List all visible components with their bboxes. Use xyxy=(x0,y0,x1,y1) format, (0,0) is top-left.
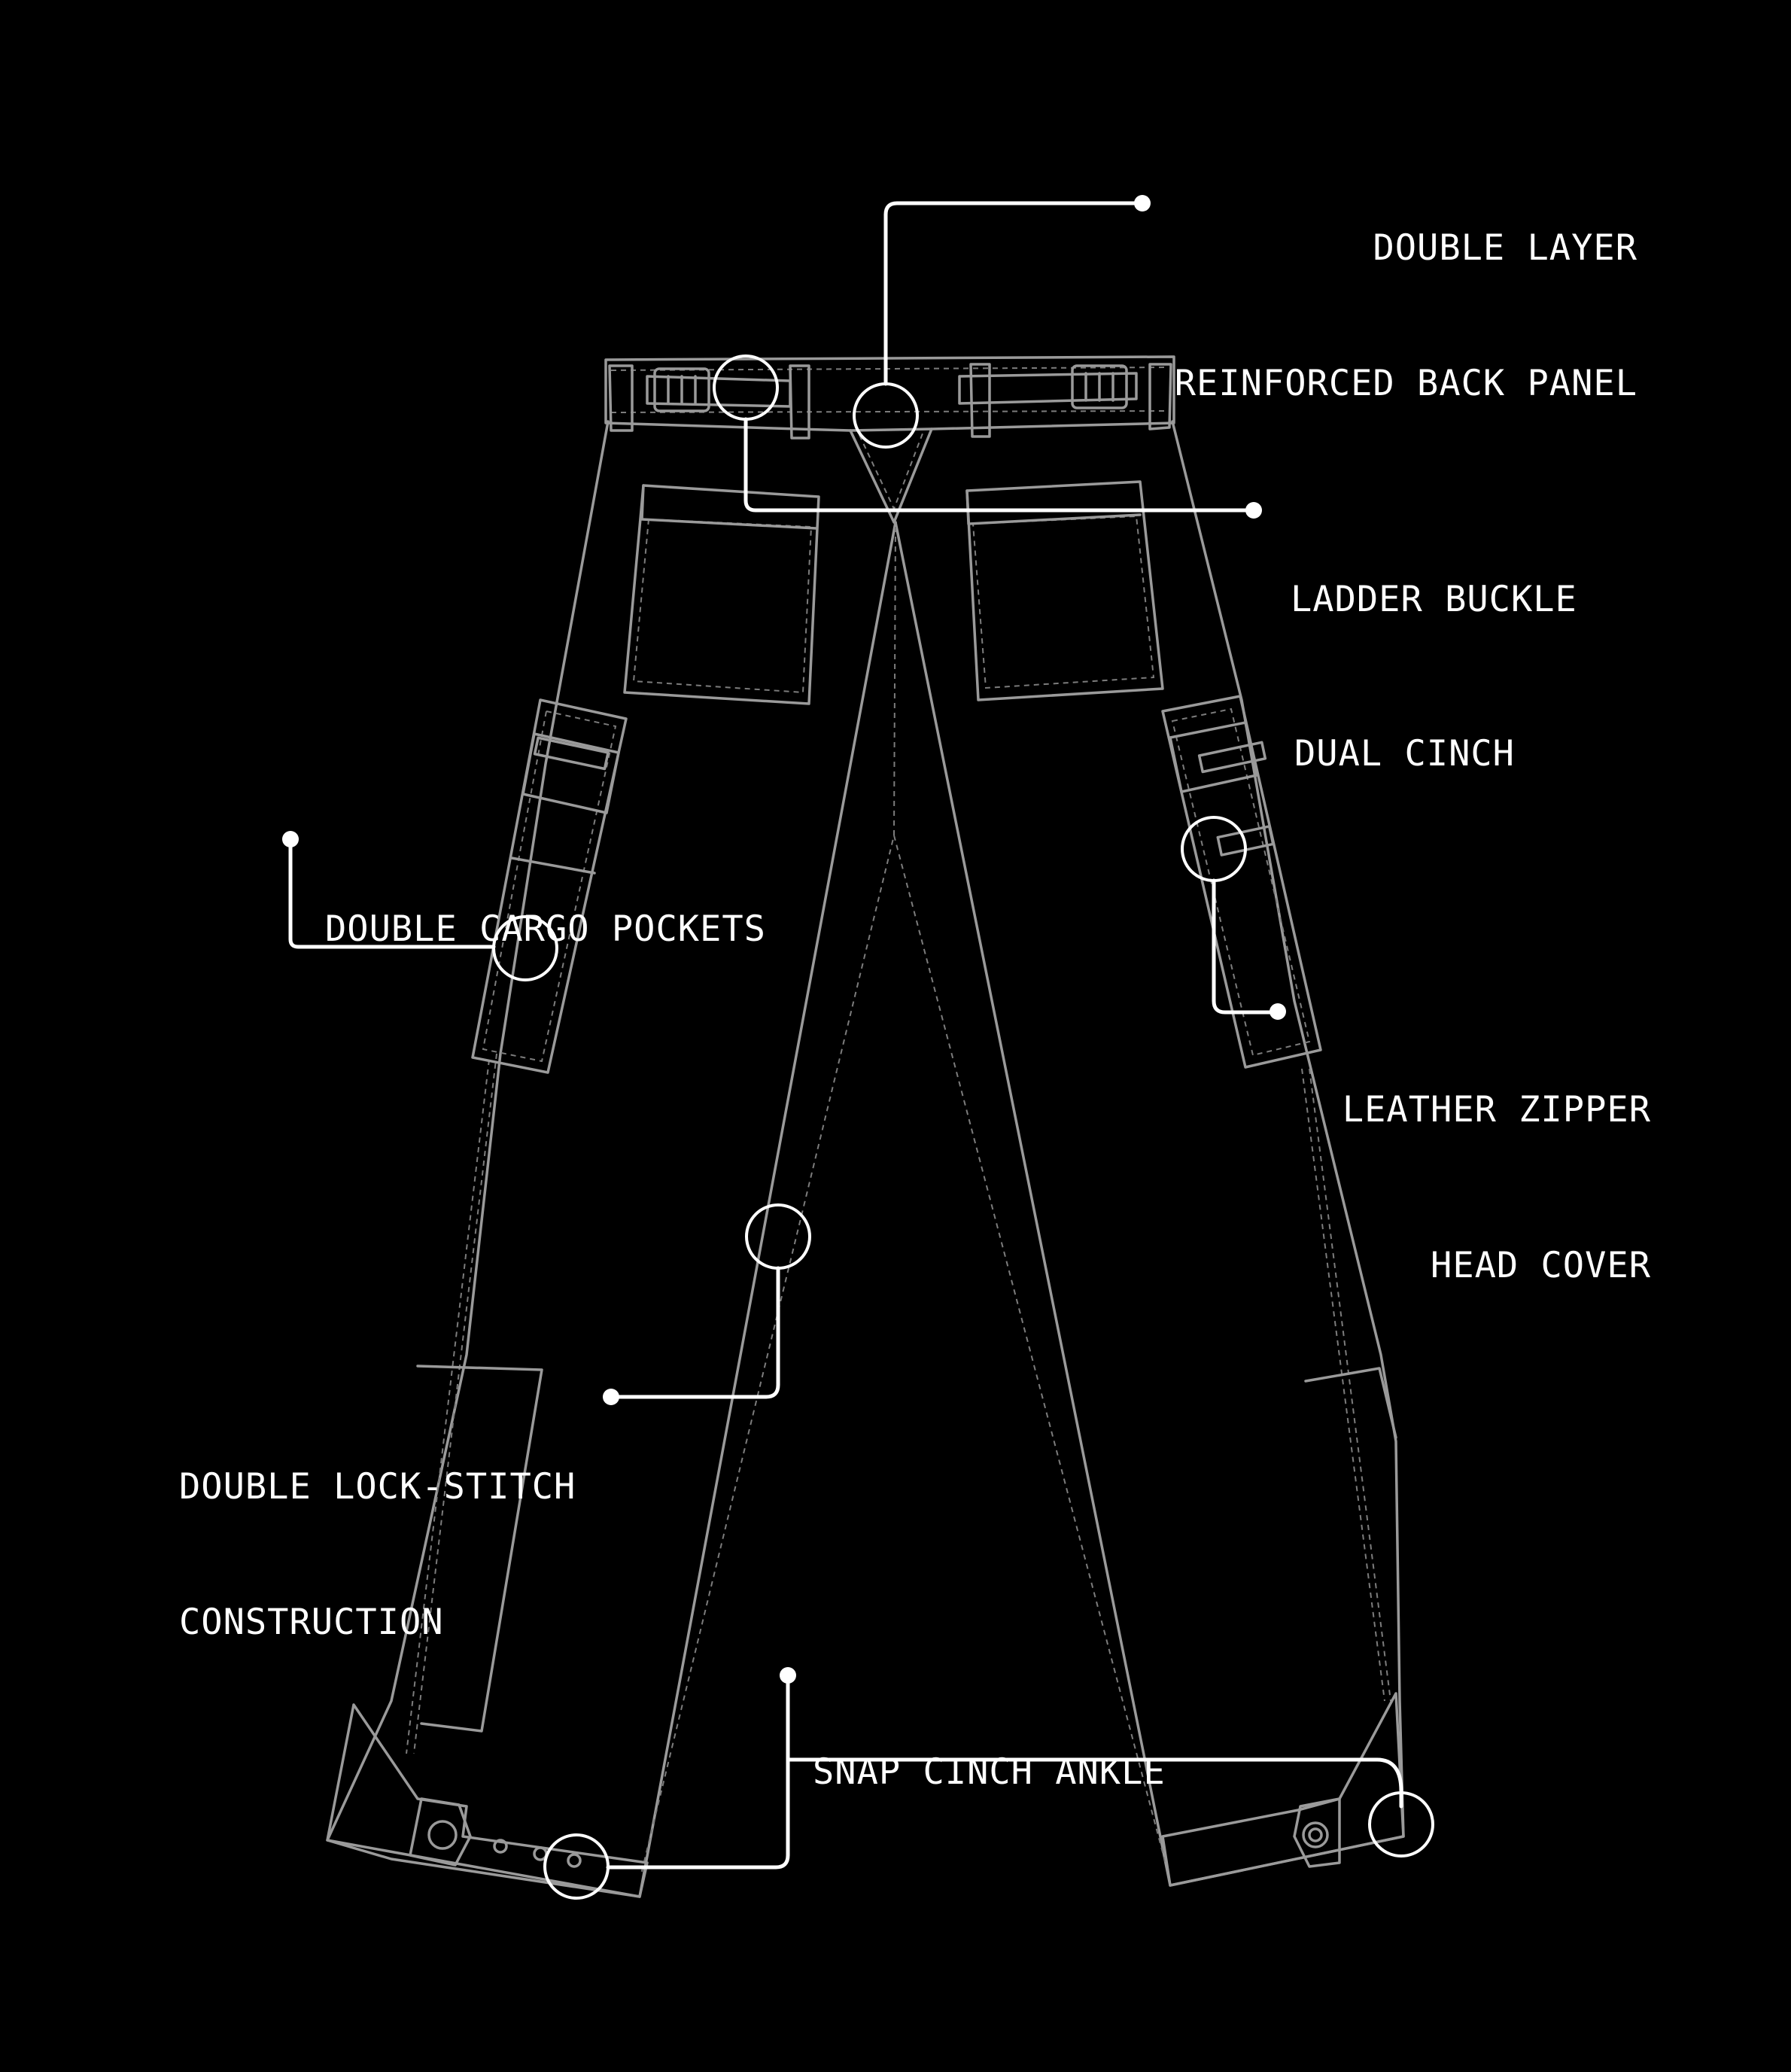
snap-left-2 xyxy=(493,1839,508,1854)
ladder-buckle-left xyxy=(653,367,710,412)
leader-ankle xyxy=(606,1674,790,1870)
label-cargo-pockets-line1: DOUBLE CARGO POCKETS xyxy=(325,908,766,950)
buckle-strap-right xyxy=(958,372,1138,405)
snap-right-2 xyxy=(1308,1827,1323,1842)
snap-left-1 xyxy=(427,1820,458,1850)
buckle-strap-left xyxy=(646,375,792,408)
belt-loop-center-right xyxy=(969,363,991,438)
back-yoke xyxy=(849,427,933,524)
label-ladder-buckle: LADDER BUCKLE DUAL CINCH xyxy=(1291,487,1577,822)
dot-zipper-cover xyxy=(1270,1003,1286,1020)
leader-lock-stitch xyxy=(609,1266,780,1399)
belt-loop-left xyxy=(608,364,634,432)
snap-left-4 xyxy=(567,1853,582,1868)
leader-ladder-buckle xyxy=(743,417,1256,513)
callout-lines xyxy=(282,195,1434,1900)
label-lock-stitch-line2: CONSTRUCTION xyxy=(179,1602,444,1643)
ankle-cuff-right xyxy=(1161,1692,1405,1887)
dot-back-panel xyxy=(1134,195,1151,211)
ring-lock-stitch xyxy=(745,1203,811,1270)
left-leg-seam xyxy=(406,1053,497,1754)
ring-zipper-cover xyxy=(1181,816,1247,882)
dot-cargo-pockets xyxy=(282,831,299,847)
label-zipper-cover: LEATHER ZIPPER HEAD COVER xyxy=(1279,997,1651,1334)
ladder-buckle-right xyxy=(1071,364,1128,409)
dot-ankle xyxy=(780,1667,796,1684)
label-ankle: SNAP CINCH ANKLE xyxy=(813,1660,1166,1840)
label-ankle-line1: SNAP CINCH ANKLE xyxy=(813,1751,1166,1793)
knee-panel-right xyxy=(1304,1367,1397,1439)
label-ladder-buckle-line2: DUAL CINCH xyxy=(1294,733,1515,774)
inseam-stitch xyxy=(640,526,1167,1875)
pants-outline xyxy=(326,355,1405,1898)
ring-back-panel xyxy=(853,382,919,449)
snap-right-1 xyxy=(1302,1821,1329,1848)
dot-ladder-buckle xyxy=(1245,502,1262,519)
label-zipper-cover-line1: LEATHER ZIPPER xyxy=(1342,1089,1651,1130)
ring-ankle-right xyxy=(1368,1791,1434,1857)
waistband xyxy=(604,355,1175,432)
label-back-panel-line2: REINFORCED BACK PANEL xyxy=(1174,363,1637,404)
cargo-pocket-right xyxy=(1161,695,1322,1069)
label-back-panel-line1: DOUBLE LAYER xyxy=(1373,227,1637,269)
cargo-zipper-left xyxy=(533,736,610,771)
zipper-pull-right xyxy=(1216,825,1275,856)
leader-back-panel xyxy=(883,201,1145,386)
dot-lock-stitch xyxy=(603,1389,619,1405)
leader-zipper-cover xyxy=(1212,878,1280,1015)
label-cargo-pockets: DOUBLE CARGO POCKETS xyxy=(325,817,766,997)
back-pocket-right xyxy=(965,480,1164,701)
label-back-panel: DOUBLE LAYER REINFORCED BACK PANEL xyxy=(1084,135,1637,452)
ring-ladder-buckle xyxy=(713,354,779,421)
ankle-tab-right xyxy=(1293,1797,1341,1868)
label-lock-stitch: DOUBLE LOCK-STITCH CONSTRUCTION xyxy=(179,1374,576,1690)
cargo-zipper-right xyxy=(1197,741,1267,774)
back-pocket-left xyxy=(623,484,820,705)
belt-loop-right xyxy=(1148,363,1172,431)
right-leg-seam xyxy=(1301,1068,1391,1702)
ankle-tab-left xyxy=(409,1797,472,1867)
label-zipper-cover-line2: HEAD COVER xyxy=(1431,1245,1651,1286)
leader-cargo-pockets xyxy=(288,837,496,949)
ring-ankle-left xyxy=(543,1833,610,1900)
label-ladder-buckle-line1: LADDER BUCKLE xyxy=(1291,579,1577,620)
knee-panel-left xyxy=(416,1365,543,1733)
label-lock-stitch-line1: DOUBLE LOCK-STITCH xyxy=(179,1466,576,1508)
belt-loop-center-left xyxy=(789,364,810,440)
ring-cargo-pockets xyxy=(492,915,558,981)
